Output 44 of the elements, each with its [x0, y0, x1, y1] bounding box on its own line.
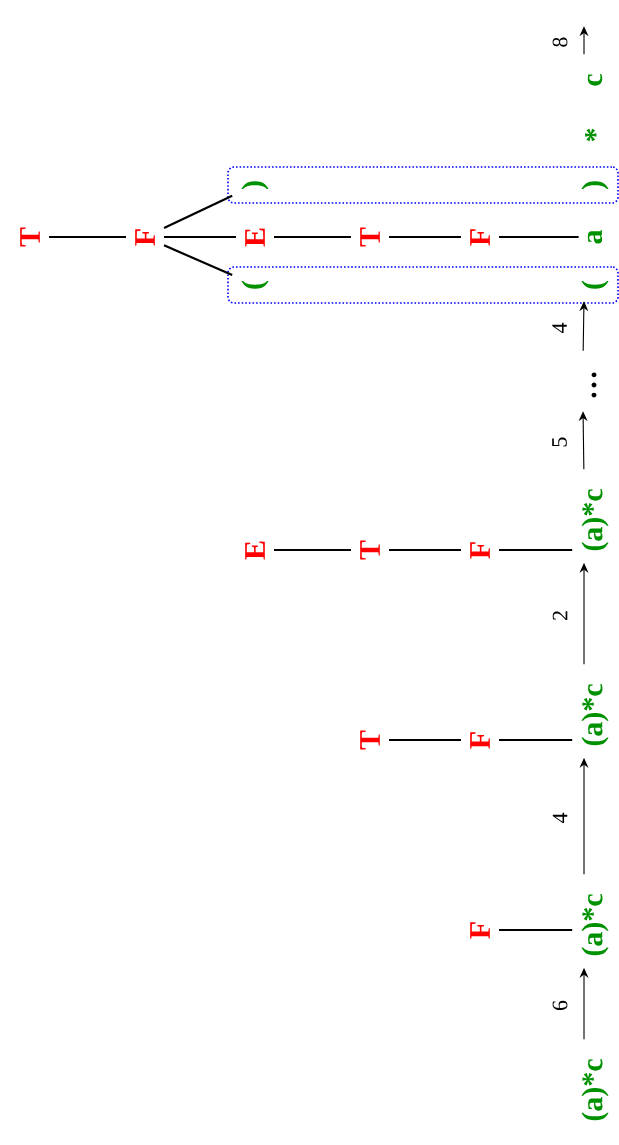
tree-line	[499, 235, 579, 239]
nonterminal-symbol: T	[20, 227, 40, 247]
edge-label: 4	[551, 811, 569, 825]
nonterminal-symbol: T	[360, 730, 380, 750]
ellipsis: …	[591, 372, 597, 398]
tree-line	[499, 738, 573, 742]
edge-label: 8	[551, 35, 569, 49]
tree-line	[389, 235, 461, 239]
edge-label: 5	[551, 435, 568, 449]
nonterminal-symbol: E	[245, 541, 265, 560]
tree-line	[389, 548, 461, 552]
nonterminal-symbol: F	[470, 542, 490, 559]
tree-line	[274, 548, 351, 552]
nonterminal-symbol: F	[135, 229, 155, 246]
tree-line	[274, 235, 351, 239]
terminal-string: )	[241, 181, 269, 189]
tree-line	[499, 548, 573, 552]
tree-line	[163, 244, 233, 277]
terminal-string: *	[585, 128, 597, 142]
nonterminal-symbol: F	[470, 732, 490, 749]
terminal-string: (a)*c	[581, 684, 609, 746]
dotted-band	[227, 166, 619, 204]
edge-label: 6	[551, 999, 569, 1012]
terminal-string: a	[587, 229, 603, 244]
terminal-string: (a)*c	[581, 1059, 609, 1121]
nonterminal-symbol: T	[360, 227, 380, 247]
terminal-string: (a)*c	[581, 894, 609, 956]
terminal-string: (	[241, 280, 269, 289]
terminal-string: c	[587, 74, 603, 86]
tree-line	[49, 235, 126, 239]
terminal-string: (a)*c	[581, 489, 609, 551]
tree-line	[499, 928, 573, 932]
edge-label: 4	[551, 321, 568, 335]
tree-line	[163, 194, 233, 229]
tree-line	[164, 235, 236, 239]
edge-label: 2	[551, 609, 569, 622]
nonterminal-symbol: E	[245, 228, 265, 247]
nonterminal-symbol: F	[470, 229, 490, 246]
dotted-band	[227, 266, 619, 304]
nonterminal-symbol: F	[470, 922, 490, 939]
tree-line	[389, 738, 461, 742]
terminal-string: (	[581, 280, 609, 289]
terminal-string: )	[581, 181, 609, 189]
nonterminal-symbol: T	[360, 540, 380, 560]
